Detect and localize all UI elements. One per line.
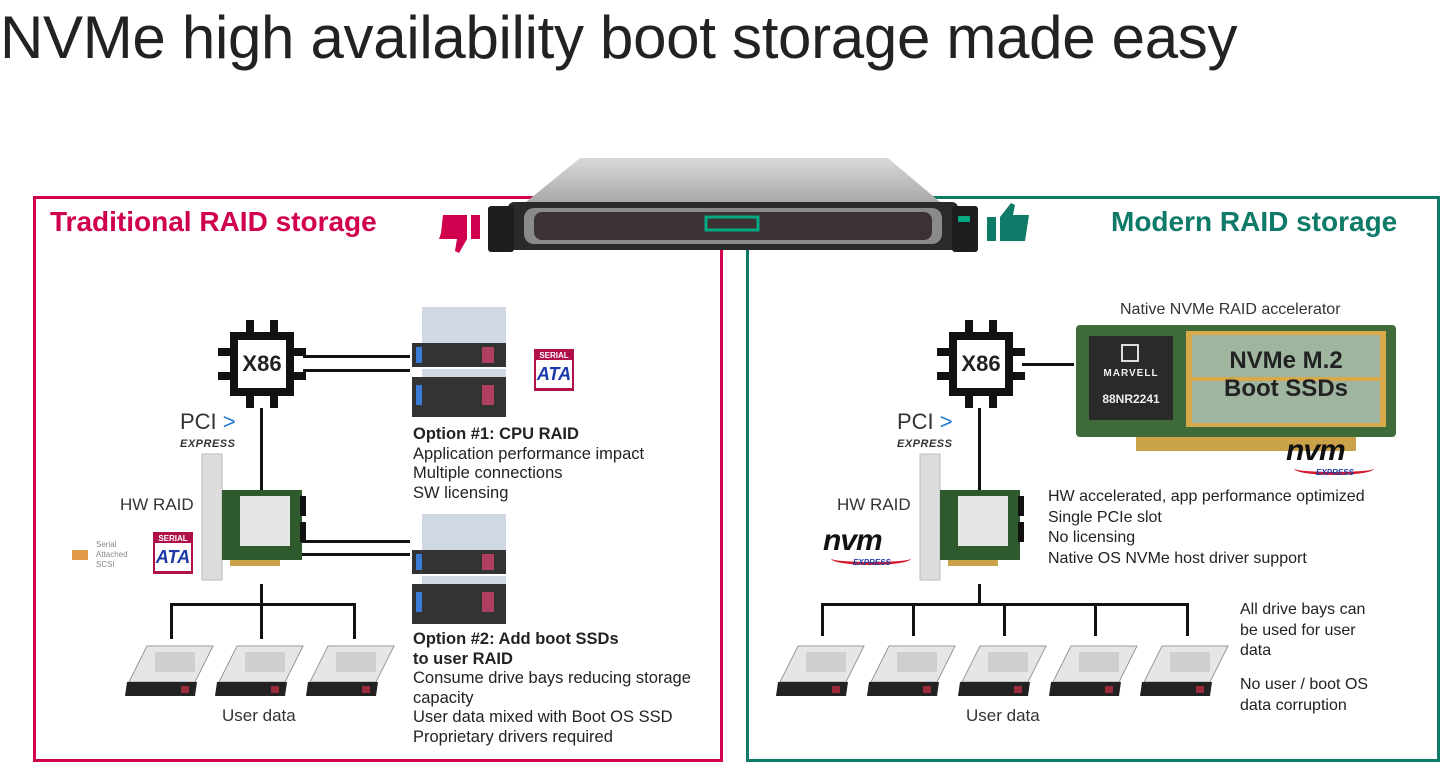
option2-text: Option #2: Add boot SSDs to user RAID Co… xyxy=(413,630,691,747)
connector-line xyxy=(353,603,356,639)
connector-line xyxy=(170,603,173,639)
pci-express-logo: PCI > EXPRESS xyxy=(180,409,236,451)
ssd-drive-icon xyxy=(125,642,214,696)
connector-line xyxy=(978,408,981,508)
hw-raid-label: HW RAID xyxy=(837,495,911,514)
ssd-drive-icon xyxy=(867,642,956,696)
connector-line xyxy=(821,603,824,636)
connector-line xyxy=(912,603,915,636)
nvm-express-logo: nvm EXPRESS xyxy=(823,526,915,567)
sata-logo: SERIAL ATA xyxy=(153,532,193,574)
drive-bays-note: All drive bays can be used for user data xyxy=(1240,601,1366,659)
option1-point: Application performance impact xyxy=(413,444,645,463)
option1-point: Multiple connections xyxy=(413,464,563,482)
page-title: NVMe high availability boot storage made… xyxy=(0,4,1238,71)
connector-line xyxy=(290,553,410,556)
user-data-label-left: User data xyxy=(222,706,296,725)
ssd-drive-icon xyxy=(215,642,304,696)
ssd-drive-icon xyxy=(1049,642,1138,696)
x86-cpu-chip: X86 xyxy=(218,320,306,408)
connector-line xyxy=(170,603,356,606)
thumbs-up-icon xyxy=(987,203,1029,241)
modern-benefits-text: HW accelerated, app performance optimize… xyxy=(1048,487,1365,569)
connector-line xyxy=(260,603,263,639)
modern-raid-panel xyxy=(746,196,1440,762)
connector-line xyxy=(1186,603,1189,636)
ssd-drive-icon xyxy=(306,642,395,696)
connector-line xyxy=(303,369,410,372)
connector-line xyxy=(303,355,410,358)
ssd-drive-icon xyxy=(1140,642,1229,696)
boot-drive-trays-option1 xyxy=(412,307,506,417)
option2-heading: to user RAID xyxy=(413,649,513,668)
connector-line xyxy=(1022,363,1074,366)
nvm-express-logo: nvm EXPRESS xyxy=(1286,436,1378,477)
option2-heading: Option #2: Add boot SSDs xyxy=(413,630,619,648)
benefit-point: HW accelerated, app performance optimize… xyxy=(1048,488,1365,505)
connector-line xyxy=(260,408,263,508)
server-image xyxy=(488,158,978,252)
option1-point: SW licensing xyxy=(413,483,509,502)
data-corruption-note: No user / boot OS data corruption xyxy=(1240,676,1369,714)
option1-text: Option #1: CPU RAID Application performa… xyxy=(413,425,644,503)
cpu-label: X86 xyxy=(957,340,1005,388)
nvme-m2-boot-ssds-label: NVMe M.2 Boot SSDs xyxy=(1223,347,1348,402)
connector-line xyxy=(300,540,410,543)
hw-raid-label: HW RAID xyxy=(120,495,194,514)
connector-line xyxy=(978,584,981,604)
user-data-label-right: User data xyxy=(966,706,1040,725)
connector-line xyxy=(1094,603,1097,636)
pci-express-logo: PCI > EXPRESS xyxy=(897,409,953,451)
sas-logo: Serial Attached SCSI xyxy=(72,540,142,574)
option2-point: capacity xyxy=(413,688,474,707)
option1-heading: Option #1: CPU RAID xyxy=(413,425,579,443)
ssd-drive-icon xyxy=(776,642,865,696)
traditional-raid-heading: Traditional RAID storage xyxy=(50,206,377,237)
x86-cpu-chip: X86 xyxy=(937,320,1025,408)
traditional-raid-panel xyxy=(33,196,723,762)
benefit-point: No licensing xyxy=(1048,529,1136,546)
raid-controller-card xyxy=(201,453,306,581)
option2-point: Consume drive bays reducing storage xyxy=(413,669,691,687)
modern-raid-heading: Modern RAID storage xyxy=(1111,206,1398,237)
ssd-drive-icon xyxy=(958,642,1047,696)
marvell-chip: MARVELL 88NR2241 xyxy=(1089,336,1173,420)
option2-point: Proprietary drivers required xyxy=(413,727,613,746)
accelerator-caption: Native NVMe RAID accelerator xyxy=(1120,301,1341,318)
boot-drive-trays-option2 xyxy=(412,514,506,624)
sata-logo-option1: SERIAL ATA xyxy=(534,349,574,391)
option2-point: User data mixed with Boot OS SSD xyxy=(413,708,673,726)
connector-line xyxy=(1003,603,1006,636)
benefit-point: Native OS NVMe host driver support xyxy=(1048,549,1307,567)
cpu-label: X86 xyxy=(238,340,286,388)
benefit-point: Single PCIe slot xyxy=(1048,508,1162,526)
raid-controller-card xyxy=(919,453,1024,581)
thumbs-down-icon xyxy=(439,215,480,253)
nvme-raid-accelerator-card: MARVELL 88NR2241 NVMe M.2 Boot SSDs xyxy=(1076,325,1396,455)
connector-line xyxy=(260,584,263,604)
